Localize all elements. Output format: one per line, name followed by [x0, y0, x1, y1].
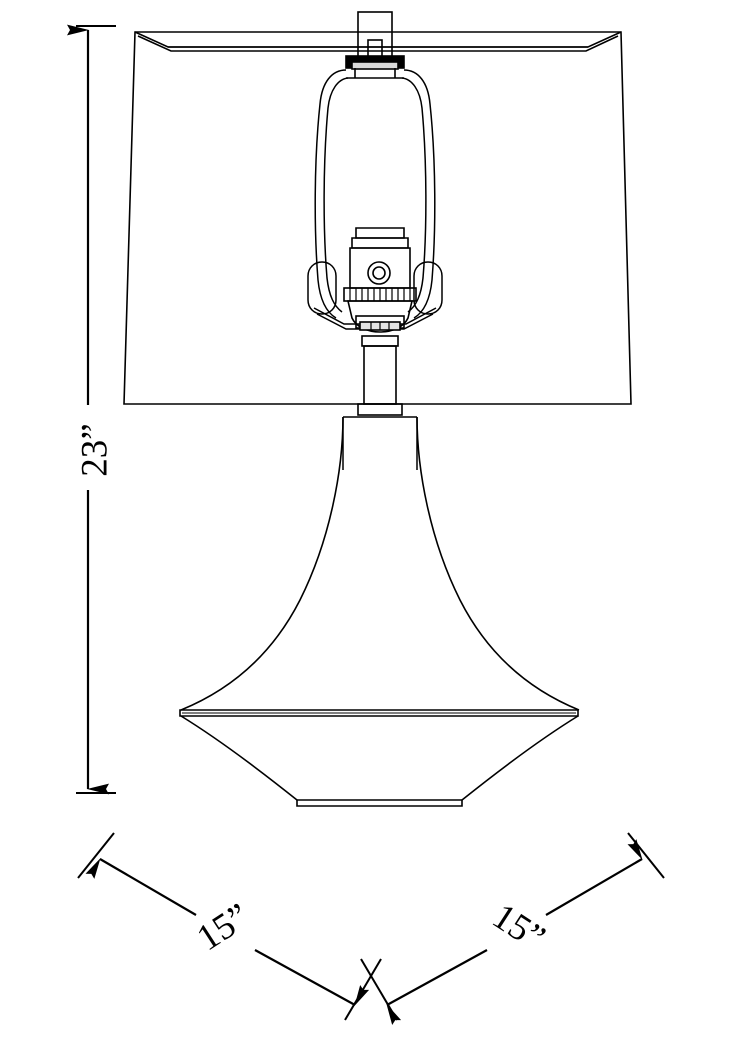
harp-wire	[307, 69, 443, 330]
shade-outline	[123, 31, 632, 405]
widest-disc-ring	[179, 709, 579, 717]
dimension-width-left	[77, 832, 382, 1021]
harp-outer-right	[403, 69, 436, 319]
harp-outer-left	[314, 69, 347, 319]
foot-left-profile	[180, 715, 298, 801]
harp-bracket-band	[351, 61, 399, 70]
dimension-label-height: 23”	[74, 423, 115, 476]
socket-top-collar	[355, 227, 405, 239]
dim-left-tick-inner	[344, 958, 382, 1021]
neck-stem	[357, 335, 403, 416]
dim-right-tick-outer	[627, 832, 665, 879]
dimension-width-right	[360, 832, 665, 1025]
socket-knurl-teeth	[349, 288, 411, 301]
dim-left-line-inner	[254, 949, 370, 1006]
dim-left-tick-outer	[77, 832, 115, 879]
foot-right-profile	[461, 715, 579, 801]
lamp-socket	[343, 227, 417, 333]
neck-shaft	[363, 345, 397, 405]
dimension-label-width-right: 15”	[485, 896, 552, 959]
harp-sleeve-right	[413, 261, 443, 315]
dim-right-tick-inner	[360, 958, 398, 1021]
body-right-profile	[416, 416, 580, 711]
harp-sleeve-left	[307, 261, 337, 315]
dimension-height	[67, 24, 116, 795]
socket-upper-ring	[351, 237, 409, 249]
harp-inner-right	[401, 77, 427, 313]
dim-left-line-outer	[85, 858, 197, 916]
dimension-label-width-left: 15”	[190, 896, 257, 959]
dim-right-line-inner	[386, 949, 488, 1025]
finial	[357, 11, 393, 63]
lamp-body	[180, 416, 580, 711]
socket-switch-knob	[367, 261, 391, 285]
neck-top-collar	[361, 335, 399, 347]
harp-top-bracket	[345, 55, 405, 79]
dim-right-line-outer	[545, 839, 643, 916]
base-foot	[180, 715, 579, 807]
foot-bottom-plate	[296, 799, 463, 807]
socket-switch-knob-inner	[372, 266, 386, 280]
shade-top-rim-inner-2	[137, 35, 619, 52]
harp-inner-left	[323, 77, 349, 313]
body-left-profile	[180, 416, 344, 711]
neck-bottom-collar	[357, 403, 403, 416]
lamp-shade	[123, 31, 632, 405]
socket-barrel	[349, 247, 411, 289]
